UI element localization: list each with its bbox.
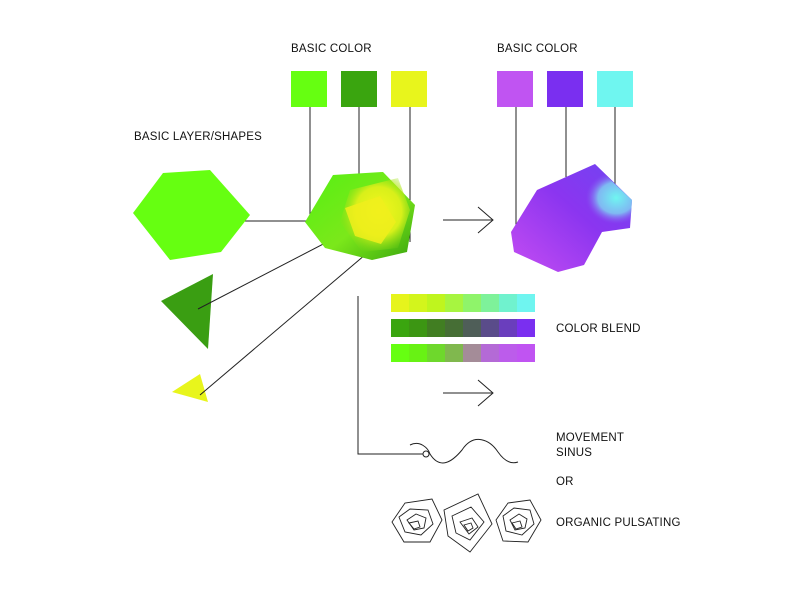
sinus-wave-icon <box>409 439 519 464</box>
organic-pulsating-icon <box>391 498 443 543</box>
blend-cell <box>427 344 445 362</box>
basic-color-label-right: BASIC COLOR <box>497 43 578 55</box>
basic-layer-shapes-label: BASIC LAYER/SHAPES <box>134 131 263 143</box>
blend-cell <box>445 319 463 337</box>
blend-cell <box>517 319 535 337</box>
blend-cell <box>427 319 445 337</box>
blend-cell <box>517 344 535 362</box>
arrow-right-icon <box>443 379 494 407</box>
basic-color-swatch-magenta <box>497 71 533 107</box>
color-blend-row-yellow-cyan <box>391 294 535 312</box>
blend-cell <box>499 319 517 337</box>
basic-color-label-left: BASIC COLOR <box>291 43 372 55</box>
blend-cell <box>391 294 409 312</box>
color-blend-row-green-violet <box>391 319 535 337</box>
blend-cell <box>481 319 499 337</box>
blend-cell <box>499 294 517 312</box>
blend-cell <box>499 344 517 362</box>
purple-result-shape <box>511 164 632 272</box>
blend-cell <box>391 344 409 362</box>
movement-connector <box>357 296 424 455</box>
blend-cell <box>409 319 427 337</box>
basic-color-swatch-green <box>291 71 327 107</box>
organic-pulsating-icon <box>443 493 493 553</box>
basic-color-swatch-violet <box>547 71 583 107</box>
large-green-shape <box>133 170 250 260</box>
basic-color-swatch-dark-green <box>341 71 377 107</box>
blend-cell <box>409 294 427 312</box>
blend-cell <box>481 344 499 362</box>
or-label: OR <box>556 476 574 488</box>
sinus-label: SINUS <box>556 447 593 459</box>
basic-color-swatch-yellow <box>391 71 427 107</box>
blend-cell <box>391 319 409 337</box>
blend-cell <box>445 294 463 312</box>
medium-green-shape <box>161 274 213 349</box>
blend-cell <box>445 344 463 362</box>
movement-label: MOVEMENT <box>556 432 625 444</box>
small-yellow-shape <box>172 374 208 402</box>
blend-cell <box>517 294 535 312</box>
blend-cell <box>463 319 481 337</box>
organic-pulsating-icon <box>495 499 542 543</box>
color-blend-label: COLOR BLEND <box>556 323 641 335</box>
blend-cell <box>427 294 445 312</box>
blend-cell <box>409 344 427 362</box>
organic-pulsating-label: ORGANIC PULSATING <box>556 517 681 529</box>
blended-shape <box>305 172 415 260</box>
arrow-right-icon <box>443 206 494 234</box>
blend-cell <box>463 294 481 312</box>
basic-color-swatch-cyan <box>597 71 633 107</box>
color-blend-row-lime-magenta <box>391 344 535 362</box>
blend-cell <box>481 294 499 312</box>
blend-cell <box>463 344 481 362</box>
